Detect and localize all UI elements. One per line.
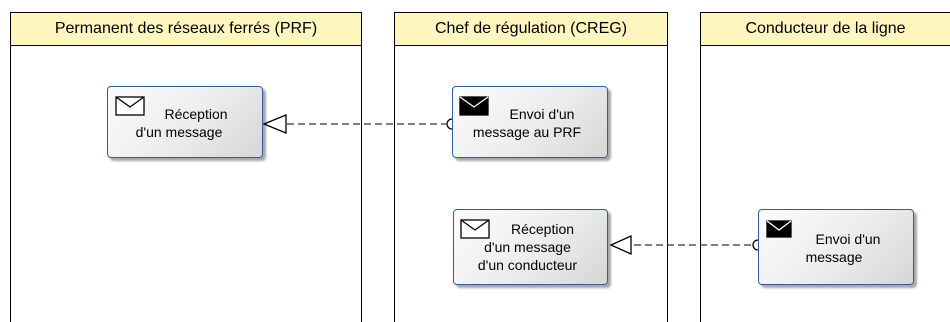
lane-driver: Conducteur de la ligne [700,12,950,322]
envelope-filled-icon [459,96,489,116]
lane-border-left [700,46,701,322]
task-label-line: message [805,249,863,265]
message-flow-driver-to-creg[interactable] [609,234,764,256]
task-label: Envoi d'un message au PRF [473,105,601,141]
lane-creg: Chef de régulation (CREG) [394,12,668,322]
task-label-line: Réception [164,106,228,122]
task-label: Envoi d'un message [789,230,907,266]
lane-border-left [394,46,395,322]
task-label-line: d'un conducteur [477,257,578,273]
lane-prf: Permanent des réseaux ferrés (PRF) [10,12,362,322]
task-label-line: message au PRF [472,124,582,140]
task-creg-send-message[interactable]: Envoi d'un message au PRF [452,86,608,158]
task-label-line: Envoi d'un [509,106,575,122]
lane-border-right [361,46,362,322]
task-label: Réception d'un message [136,105,254,141]
lane-header-driver: Conducteur de la ligne [700,12,950,46]
envelope-outline-icon [460,219,490,239]
task-prf-receive-message[interactable]: Réception d'un message [107,86,263,158]
task-label-line: d'un message [135,124,223,140]
lane-border-left [10,46,11,322]
message-flow-creg-to-prf[interactable] [262,114,458,134]
lane-header-prf: Permanent des réseaux ferrés (PRF) [10,12,362,46]
task-driver-send-message[interactable]: Envoi d'un message [758,209,914,285]
task-label-line: Envoi d'un [815,231,881,247]
lane-border-right [667,46,668,322]
envelope-outline-icon [115,96,145,116]
task-label-line: d'un message [484,239,571,255]
lane-header-creg: Chef de régulation (CREG) [394,12,668,46]
task-label: Réception d'un message d'un conducteur [478,220,601,274]
flow-arrowhead [262,114,287,134]
flow-arrowhead [609,234,632,256]
envelope-filled-icon [766,220,792,238]
task-label-line: Réception [510,221,575,237]
task-creg-receive-driver-message[interactable]: Réception d'un message d'un conducteur [453,209,608,285]
